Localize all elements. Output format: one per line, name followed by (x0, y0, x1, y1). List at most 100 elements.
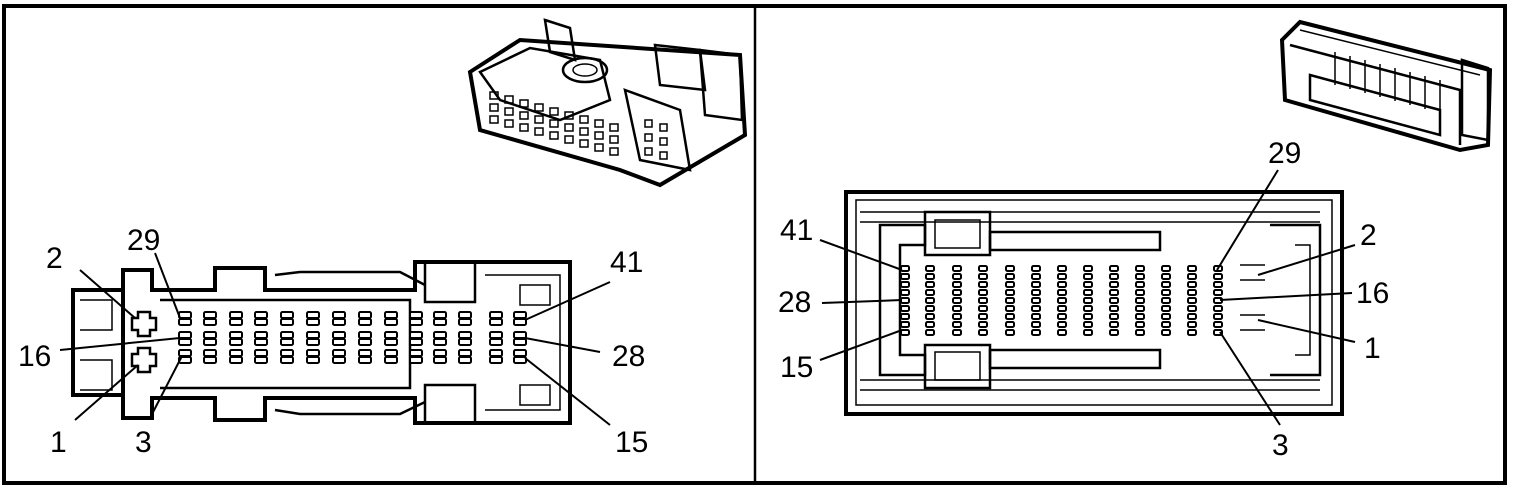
terminal-cavity (900, 329, 910, 336)
terminal-cavity (332, 349, 346, 357)
terminal-cavity (1135, 305, 1145, 312)
terminal-cavity (332, 318, 346, 326)
terminal-cavity (1057, 297, 1067, 304)
terminal-cavity (1031, 273, 1041, 280)
terminal-cavity (489, 331, 503, 339)
terminal-cavity (458, 331, 472, 339)
terminal-cavity (925, 305, 935, 312)
right-connector-isometric-illustration (1279, 19, 1493, 153)
terminal-cavity (229, 331, 243, 339)
terminal-cavity (178, 349, 192, 357)
terminal-cavity (203, 318, 217, 326)
terminal-cavity (1057, 265, 1067, 272)
right-panel: 29 41 2 28 16 15 1 3 (778, 19, 1493, 462)
terminal-cavity (254, 349, 268, 357)
terminal-cavity (203, 338, 217, 346)
terminal-cavity (254, 356, 268, 364)
terminal-cavity (358, 311, 372, 319)
terminal-cavity (203, 349, 217, 357)
terminal-cavity (489, 349, 503, 357)
terminal-cavity (489, 338, 503, 346)
terminal-cavity (1109, 329, 1119, 336)
left-label-16: 16 (18, 340, 51, 373)
terminal-cavity (178, 331, 192, 339)
terminal-cavity (1083, 329, 1093, 336)
terminal-cavity (1005, 273, 1015, 280)
right-label-3: 3 (1272, 429, 1289, 462)
terminal-cavity (925, 321, 935, 328)
terminal-cavity (332, 311, 346, 319)
terminal-cavity (900, 265, 910, 272)
terminal-cavity (513, 318, 527, 326)
terminal-cavity (1005, 321, 1015, 328)
terminal-cavity (489, 356, 503, 364)
terminal-cavity (203, 356, 217, 364)
terminal-cavity (332, 338, 346, 346)
terminal-cavity (1187, 265, 1197, 272)
terminal-cavity (1057, 305, 1067, 312)
terminal-cavity (925, 297, 935, 304)
terminal-cavity (433, 356, 447, 364)
terminal-cavity (178, 318, 192, 326)
terminal-cavity (1057, 281, 1067, 288)
terminal-cavity (280, 318, 294, 326)
terminal-cavity (1005, 281, 1015, 288)
left-label-15: 15 (615, 426, 648, 459)
terminal-cavity (925, 329, 935, 336)
terminal-cavity (306, 356, 320, 364)
terminal-cavity (229, 318, 243, 326)
terminal-cavity (229, 356, 243, 364)
terminal-cavity (1135, 329, 1145, 336)
terminal-cavity (409, 338, 423, 346)
terminal-cavity (1109, 281, 1119, 288)
terminal-cavity (900, 313, 910, 320)
terminal-cavity (1109, 313, 1119, 320)
terminal-cavity (978, 297, 988, 304)
terminal-cavity (409, 318, 423, 326)
terminal-cavity (952, 289, 962, 296)
left-panel: 2 29 41 16 28 1 3 15 (18, 18, 748, 459)
terminal-cavity (280, 349, 294, 357)
terminal-cavity (489, 318, 503, 326)
terminal-cavity (358, 338, 372, 346)
left-label-41: 41 (610, 246, 643, 279)
terminal-cavity (1005, 289, 1015, 296)
terminal-cavity (1057, 321, 1067, 328)
right-label-29: 29 (1268, 137, 1301, 170)
terminal-cavity (384, 338, 398, 346)
terminal-cavity (1187, 321, 1197, 328)
terminal-cavity (306, 349, 320, 357)
terminal-cavity (384, 349, 398, 357)
terminal-cavity (1213, 305, 1223, 312)
terminal-cavity (978, 313, 988, 320)
terminal-cavity (1005, 329, 1015, 336)
terminal-cavity (978, 265, 988, 272)
terminal-cavity (1213, 281, 1223, 288)
terminal-cavity (458, 338, 472, 346)
right-label-2: 2 (1360, 219, 1377, 252)
terminal-cavity (952, 281, 962, 288)
right-label-41: 41 (780, 214, 813, 247)
right-terminal-grid (900, 265, 1223, 336)
terminal-cavity (952, 313, 962, 320)
terminal-cavity (952, 297, 962, 304)
terminal-cavity (952, 265, 962, 272)
terminal-cavity (489, 311, 503, 319)
terminal-cavity (1213, 321, 1223, 328)
terminal-cavity (1031, 281, 1041, 288)
terminal-cavity (1161, 289, 1171, 296)
terminal-cavity (1161, 297, 1171, 304)
left-label-29: 29 (127, 224, 160, 257)
terminal-cavity (900, 273, 910, 280)
left-connector-end-view (71, 260, 572, 425)
terminal-cavity (1031, 265, 1041, 272)
terminal-cavity (1005, 313, 1015, 320)
terminal-cavity (513, 331, 527, 339)
terminal-cavity (952, 273, 962, 280)
terminal-cavity (433, 318, 447, 326)
terminal-cavity (1031, 313, 1041, 320)
terminal-cavity (384, 318, 398, 326)
terminal-cavity (178, 338, 192, 346)
terminal-cavity (900, 297, 910, 304)
terminal-cavity (1135, 313, 1145, 320)
